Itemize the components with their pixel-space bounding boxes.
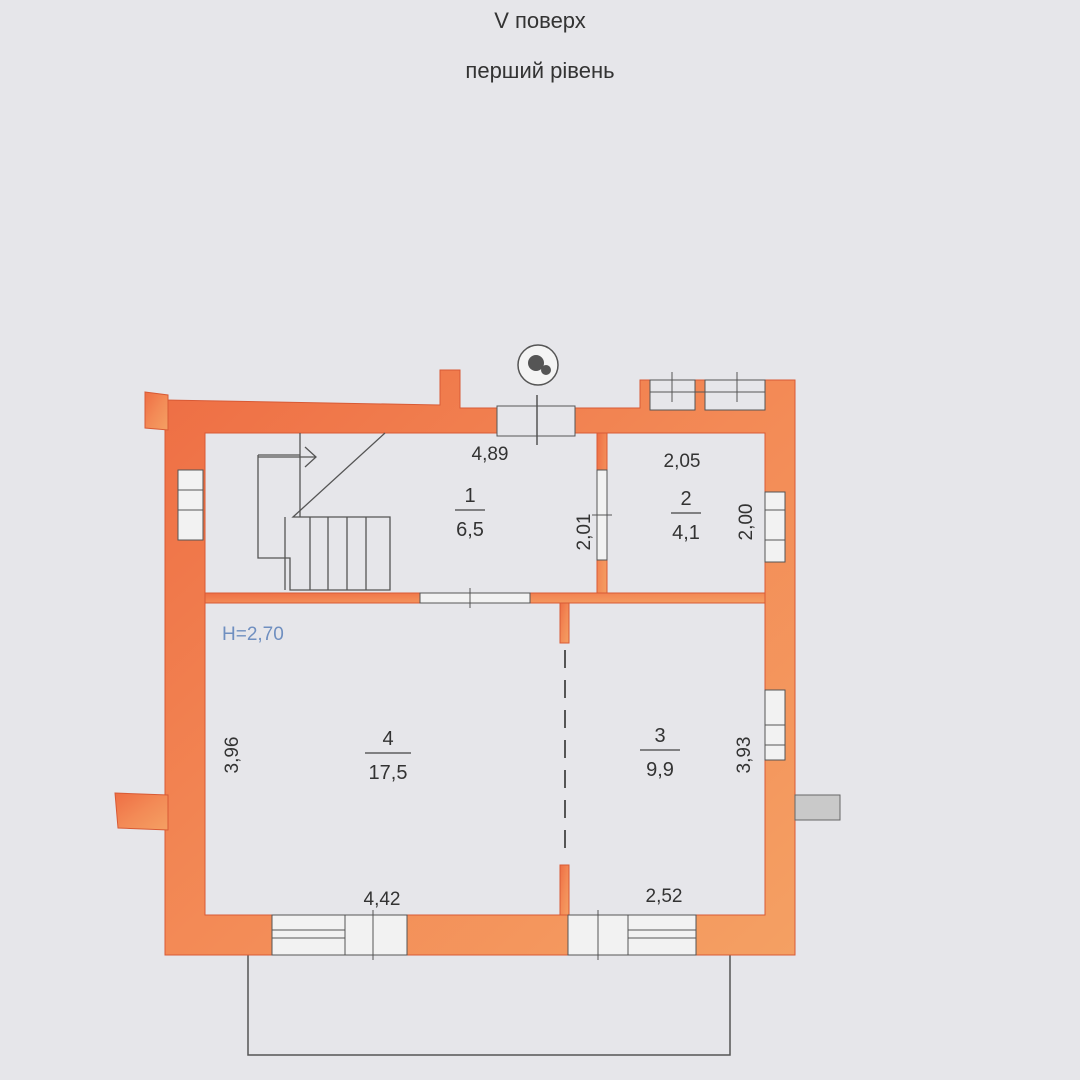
room-4-area: 17,5 xyxy=(369,762,408,784)
room-1-area: 6,5 xyxy=(456,519,484,541)
ceiling-height-label: H=2,70 xyxy=(222,624,284,645)
dim-room4-height: 3,96 xyxy=(222,737,243,774)
room-2-area: 4,1 xyxy=(672,522,700,544)
room-1-number: 1 xyxy=(464,485,475,507)
door-room2 xyxy=(592,469,612,561)
floor-title: V поверх xyxy=(494,8,586,33)
room-3-area: 9,9 xyxy=(646,759,674,781)
wall-stubs xyxy=(114,391,841,831)
ventilation-icon xyxy=(517,344,559,386)
dim-room2-width: 2,05 xyxy=(664,451,701,472)
dim-room2-height: 2,00 xyxy=(736,504,757,541)
right-window-upper xyxy=(764,491,786,563)
door-room1 xyxy=(419,588,531,608)
top-right-windows xyxy=(649,372,766,411)
room-1-label: 1 6,5 xyxy=(455,485,485,541)
right-window-lower xyxy=(764,689,786,761)
room-3-number: 3 xyxy=(654,725,665,747)
dim-room1-height: 2,01 xyxy=(574,514,595,551)
room-3-label: 3 9,9 xyxy=(640,725,680,781)
staircase xyxy=(257,432,391,591)
room-2-number: 2 xyxy=(680,488,691,510)
dim-room3-width: 2,52 xyxy=(646,886,683,907)
balcony-outline xyxy=(247,955,731,1056)
room-2-label: 2 4,1 xyxy=(671,488,701,544)
dim-room3-height: 3,93 xyxy=(734,737,755,774)
top-entrance xyxy=(496,395,576,445)
level-subtitle: перший рівень xyxy=(465,58,615,83)
dim-room4-width: 4,42 xyxy=(364,889,401,910)
left-window xyxy=(177,469,204,541)
room-4-number: 4 xyxy=(382,728,393,750)
room-4-label: 4 17,5 xyxy=(365,728,411,784)
dim-room1-width: 4,89 xyxy=(472,444,509,465)
bottom-openings xyxy=(271,910,697,960)
